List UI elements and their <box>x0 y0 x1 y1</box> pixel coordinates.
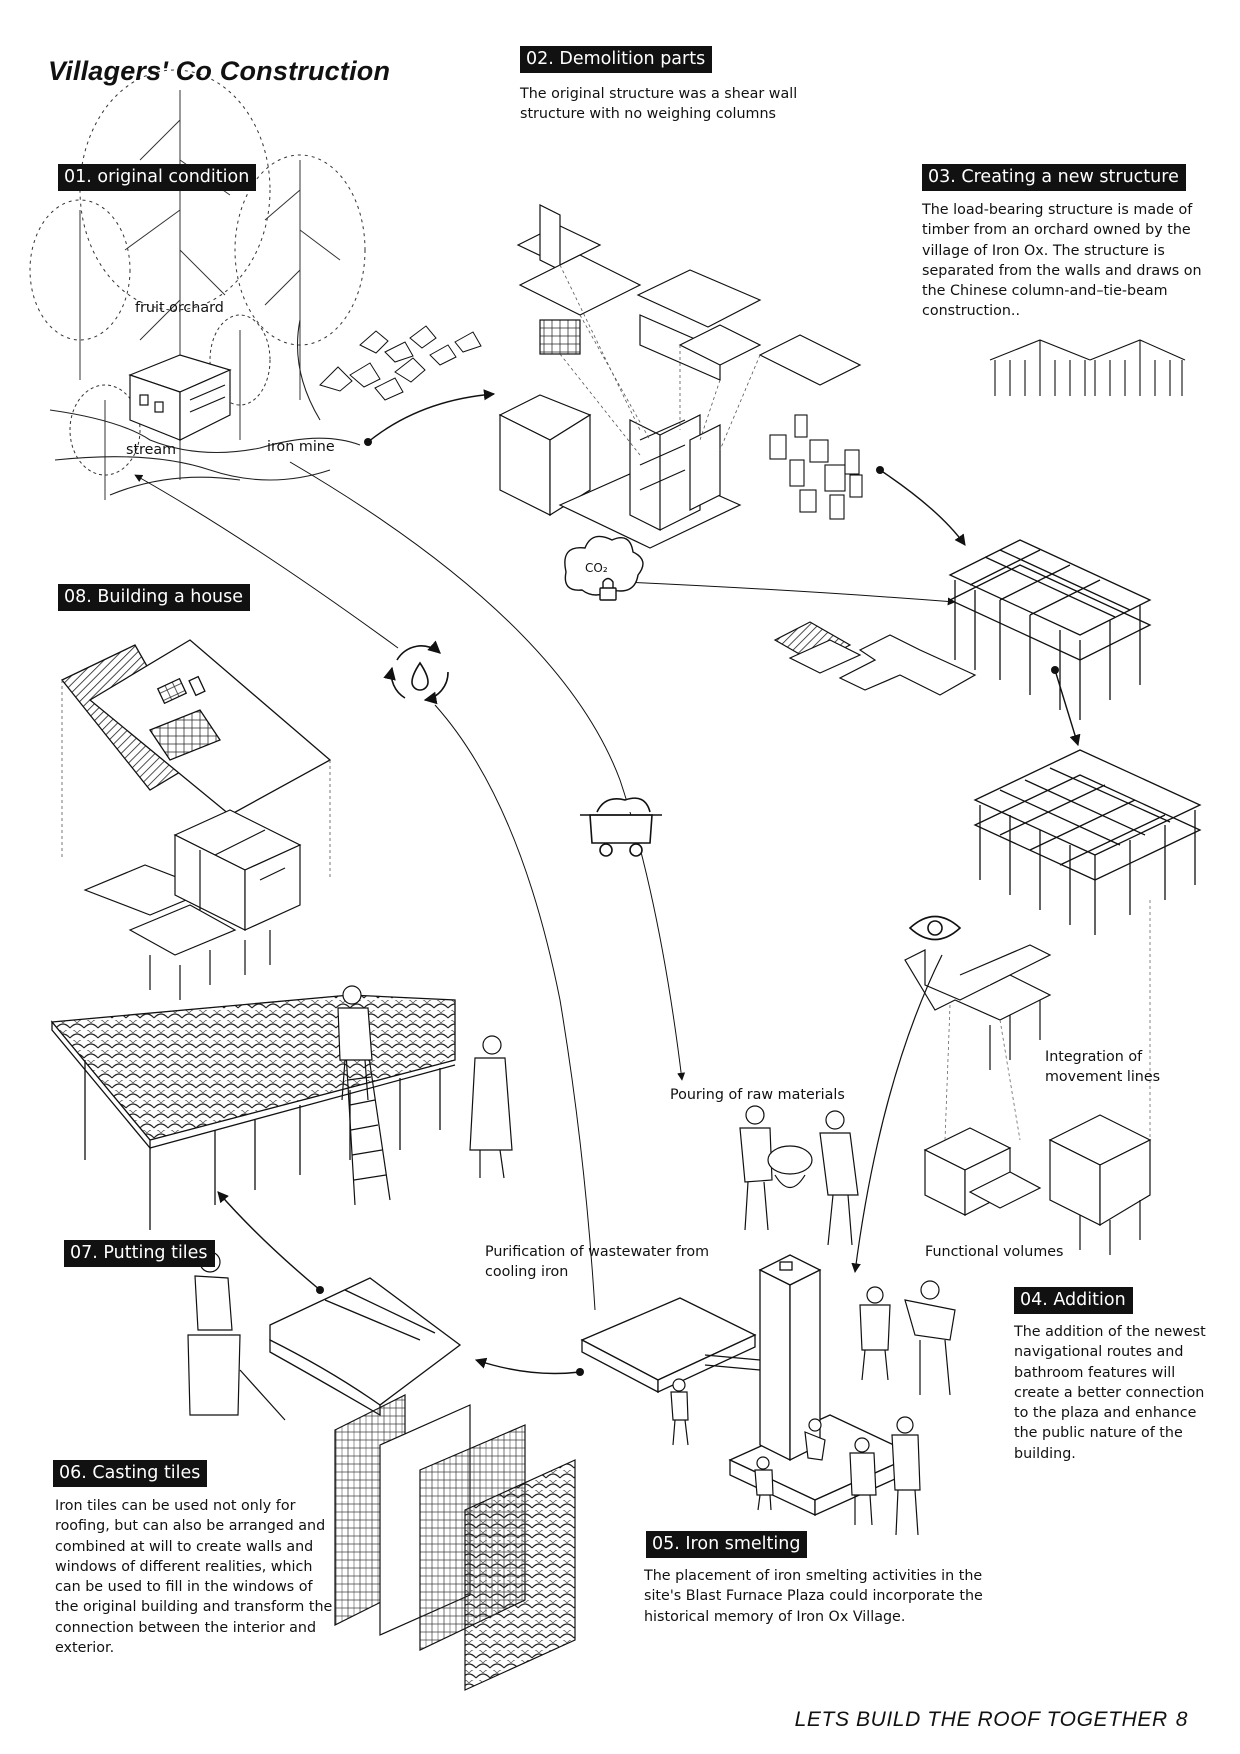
step-05-tag: 05. Iron smelting <box>646 1531 808 1558</box>
arrow-05-to-06 <box>474 1357 581 1375</box>
floor-plan-pieces <box>773 621 977 696</box>
house-body <box>83 809 302 1000</box>
label-functional-volumes: Functional volumes <box>925 1244 1064 1260</box>
step-06-tag: 06. Casting tiles <box>53 1460 208 1487</box>
dashed-projection-lines <box>559 264 761 456</box>
tree <box>29 199 131 380</box>
label-integration-movement-lines: Integration of movement lines <box>1045 1049 1161 1086</box>
step-03-text: The load-bearing structure is made of ti… <box>922 202 1202 320</box>
step-05-text: The placement of iron smelting activitie… <box>644 1568 983 1625</box>
crucible <box>767 1145 813 1175</box>
co2-cloud-lock-icon: CO₂ <box>564 535 644 601</box>
step-03-tag: 03. Creating a new structure <box>922 164 1186 191</box>
mine-cart-icon <box>580 797 662 857</box>
step-02-tag: 02. Demolition parts <box>520 46 713 73</box>
label-fruit-orchard: fruit orchard <box>135 300 224 316</box>
addition-frame <box>973 749 1202 935</box>
window-fragments <box>769 414 863 520</box>
arrow-04-to-05 <box>851 954 943 1273</box>
tile-mould <box>269 1277 462 1417</box>
step-02-text: The original structure was a shear wall … <box>520 86 798 123</box>
footer-text: LETS BUILD THE ROOF TOGETHER <box>794 1708 1168 1731</box>
orchard-trees <box>29 69 366 500</box>
movement-lines-piece <box>904 944 1052 1070</box>
roofer-figures <box>337 985 513 1179</box>
arrow-01-to-02 <box>367 389 496 443</box>
step-06-text: Iron tiles can be used not only for roof… <box>55 1498 333 1657</box>
truss-diagram <box>989 339 1186 396</box>
person-figure <box>904 1280 956 1396</box>
curve-iron-mine-to-pouring <box>289 461 686 1081</box>
person-figure <box>739 1105 773 1231</box>
timber-frame <box>948 539 1152 720</box>
worker-figures <box>670 1105 956 1536</box>
bathroom-volume <box>1048 1114 1152 1255</box>
label-pouring-raw-materials: Pouring of raw materials <box>670 1087 845 1103</box>
label-purification-wastewater: Purification of wastewater from cooling … <box>485 1244 710 1281</box>
co2-text: CO₂ <box>585 561 608 575</box>
page-number: 8 <box>1175 1708 1188 1731</box>
step-01-tag: 01. original condition <box>58 164 257 191</box>
line-co2-to-03 <box>624 581 956 606</box>
person-figure <box>819 1110 859 1246</box>
tree <box>209 314 271 440</box>
arrow-03-to-04 <box>1054 669 1081 747</box>
curve-water-to-plaza <box>434 704 596 1311</box>
functional-volumes-boxes <box>923 1127 1042 1216</box>
tile-wall-panels <box>334 1394 576 1691</box>
footer: LETS BUILD THE ROOF TOGETHER 8 <box>795 1708 1188 1732</box>
label-stream: stream <box>126 442 177 458</box>
person-figure <box>754 1456 774 1511</box>
curve-plaza-to-stream <box>134 474 399 649</box>
page-title: Villagers' Co Construction <box>48 56 391 86</box>
person-figure <box>849 1437 877 1526</box>
original-house <box>128 354 232 441</box>
step-07-tag: 07. Putting tiles <box>64 1240 215 1267</box>
demolition-exploded-parts <box>498 204 862 549</box>
step-08-tag: 08. Building a house <box>58 584 251 611</box>
tree <box>234 154 366 400</box>
leaf-clusters <box>319 325 482 401</box>
arrow-02-to-03 <box>879 469 966 546</box>
arrow-06-to-07 <box>217 1191 321 1291</box>
label-iron-mine: iron mine <box>267 439 335 455</box>
ground-lines <box>49 319 361 496</box>
person-figure <box>670 1378 689 1446</box>
step-04-text: The addition of the newest navigational … <box>1014 1324 1206 1462</box>
eye-icon <box>908 915 962 941</box>
person-figure <box>891 1416 921 1536</box>
person-figure <box>804 1418 826 1461</box>
tree <box>69 384 141 500</box>
step-04-tag: 04. Addition <box>1014 1287 1133 1314</box>
addition-dashed <box>944 900 1151 1141</box>
person-figure <box>859 1286 891 1381</box>
tiled-roof <box>50 994 456 1230</box>
water-cycle-icon <box>383 640 449 705</box>
house-roof <box>60 639 332 816</box>
